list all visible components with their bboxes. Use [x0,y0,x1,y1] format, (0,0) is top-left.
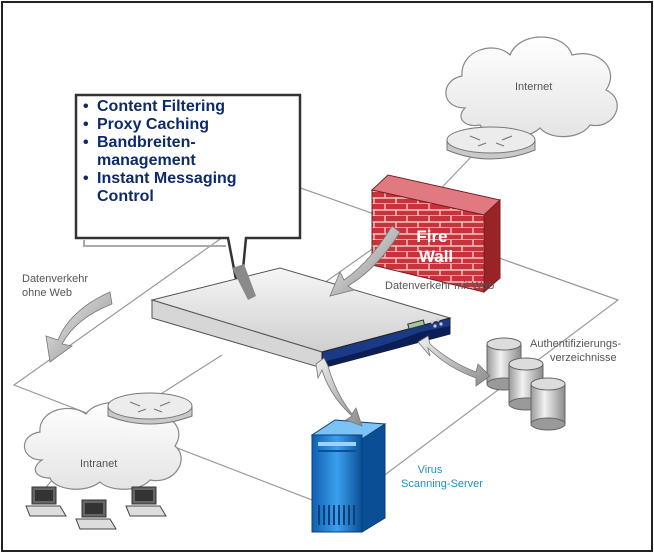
proxy-appliance [150,267,452,369]
arrow-auth-bidirectional [417,335,491,387]
workstation-icon [125,486,167,517]
auth-label-2: verzeichnisse [550,352,617,364]
firewall-label-wall: Wall [419,247,453,266]
feature-proxy-caching: Proxy Caching [83,116,237,134]
virus-label-1: Virus [417,464,443,476]
arrow-bubble-to-appliance [232,264,256,300]
feature-instant-messaging-cont: Control [97,188,154,205]
internet-router-icon [446,126,536,160]
virus-scanning-server-icon [310,419,387,533]
feature-content-filtering: Content Filtering [83,98,237,116]
traffic-noweb-label-2: ohne Web [22,287,72,299]
firewall-icon: Fire Wall [370,174,502,294]
intranet-label: Intranet [80,458,118,470]
traffic-noweb-label-1: Datenverkehr [22,273,89,285]
arrow-web-traffic [329,225,401,297]
feature-bandwidth-management-cont: management [97,152,196,169]
auth-label-1: Authentifizierungs- [530,338,622,350]
network-plane [12,185,620,511]
workstation-icon [75,499,117,530]
traffic-web-label: Datenverkehr mit Web [385,280,495,292]
feature-bandwidth-management: Bandbreiten- [83,134,237,152]
virus-label-2: Scanning-Server [401,478,483,490]
features-list: Content Filtering Proxy Caching Bandbrei… [83,98,237,206]
intranet-router-icon [107,392,193,425]
internet-label: Internet [515,81,553,93]
workstation-icon [25,486,67,517]
arrow-virus-bidirectional [315,357,363,427]
feature-instant-messaging: Instant Messaging [83,170,237,188]
firewall-label-fire: Fire [416,227,447,246]
authentication-directories-icon [486,337,566,431]
arrow-no-web-traffic [45,291,113,363]
